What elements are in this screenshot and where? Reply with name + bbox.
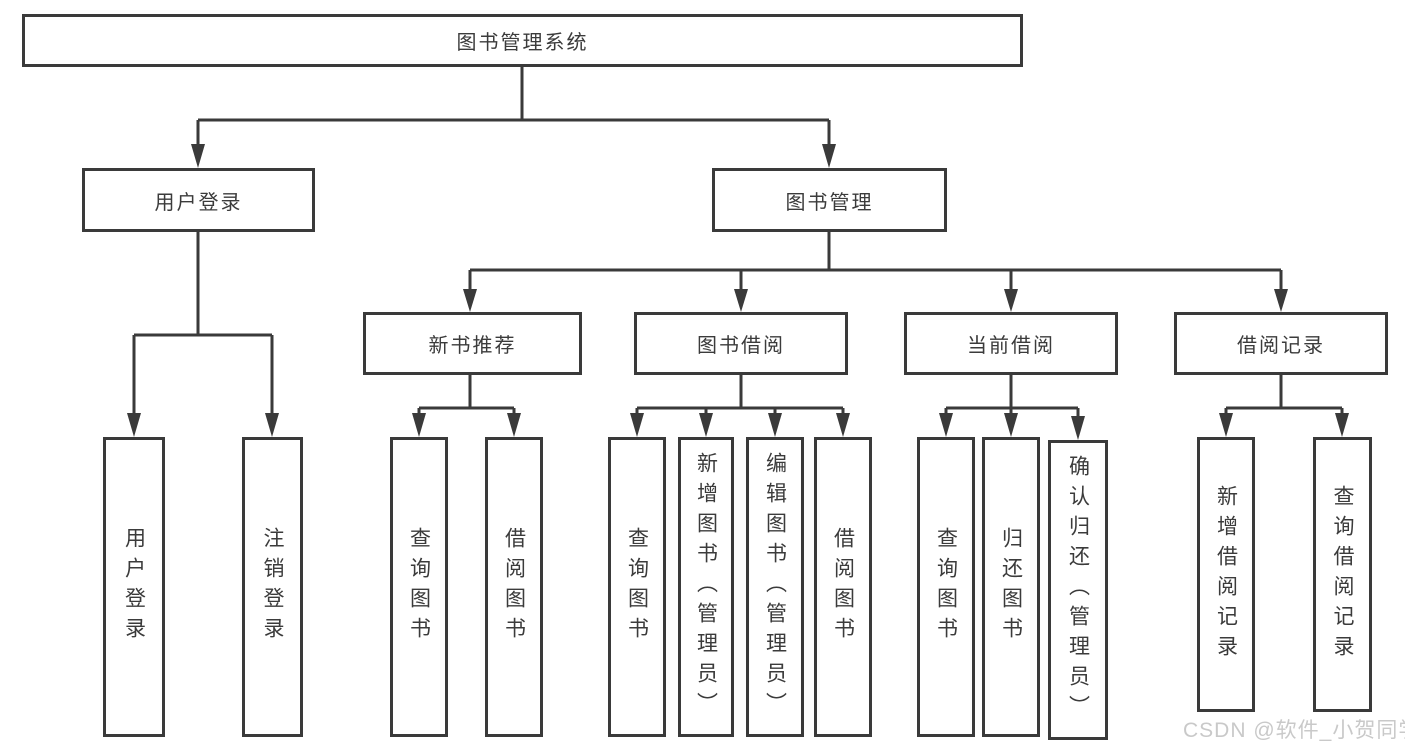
node-add-book-admin-label: 新增图书（管理员） [694, 452, 718, 722]
node-borrow-books: 借阅图书 [814, 437, 872, 737]
node-current-borrow-label: 当前借阅 [967, 335, 1055, 357]
csdn-watermark: CSDN @软件_小贺同学 [1183, 719, 1405, 742]
node-query-books-borrow-label: 查询图书 [625, 527, 649, 647]
node-library-system-label: 图书管理系统 [456, 32, 589, 54]
node-borrow-books-recommend-label: 借阅图书 [502, 527, 526, 647]
node-add-book-admin: 新增图书（管理员） [678, 437, 734, 737]
node-logout: 注销登录 [242, 437, 303, 737]
node-borrow-books-recommend: 借阅图书 [485, 437, 543, 737]
node-user-login-branch: 用户登录 [82, 168, 315, 232]
node-query-books-current: 查询图书 [917, 437, 975, 737]
node-return-books-label: 归还图书 [999, 527, 1023, 647]
node-user-login-branch-label: 用户登录 [154, 191, 243, 214]
node-book-borrow-label: 图书借阅 [697, 335, 785, 357]
node-borrow-records: 借阅记录 [1174, 312, 1388, 375]
node-book-management: 图书管理 [712, 168, 947, 232]
node-add-borrow-record-label: 新增借阅记录 [1214, 484, 1238, 665]
node-book-management-label: 图书管理 [785, 191, 874, 214]
node-borrow-books-label: 借阅图书 [831, 527, 855, 647]
node-logout-label: 注销登录 [261, 527, 284, 647]
arrowheads [127, 144, 1349, 440]
node-confirm-return-admin-label: 确认归还（管理员） [1066, 455, 1090, 725]
node-edit-book-admin-label: 编辑图书（管理员） [763, 452, 787, 722]
node-current-borrow: 当前借阅 [904, 312, 1118, 375]
node-new-book-recommend: 新书推荐 [363, 312, 582, 375]
node-query-books-borrow: 查询图书 [608, 437, 666, 737]
node-add-borrow-record: 新增借阅记录 [1197, 437, 1255, 712]
node-query-books-recommend-label: 查询图书 [407, 527, 431, 647]
node-new-book-recommend-label: 新书推荐 [428, 335, 517, 357]
node-edit-book-admin: 编辑图书（管理员） [746, 437, 804, 737]
node-library-system: 图书管理系统 [22, 14, 1023, 67]
node-book-borrow: 图书借阅 [634, 312, 848, 375]
node-user-login-label: 用户登录 [122, 527, 146, 647]
node-query-borrow-record-label: 查询借阅记录 [1331, 484, 1354, 665]
node-query-borrow-record: 查询借阅记录 [1313, 437, 1372, 712]
node-confirm-return-admin: 确认归还（管理员） [1048, 440, 1108, 740]
node-query-books-current-label: 查询图书 [934, 527, 958, 647]
node-user-login: 用户登录 [103, 437, 165, 737]
node-return-books: 归还图书 [982, 437, 1040, 737]
node-query-books-recommend: 查询图书 [390, 437, 448, 737]
node-borrow-records-label: 借阅记录 [1237, 335, 1325, 357]
